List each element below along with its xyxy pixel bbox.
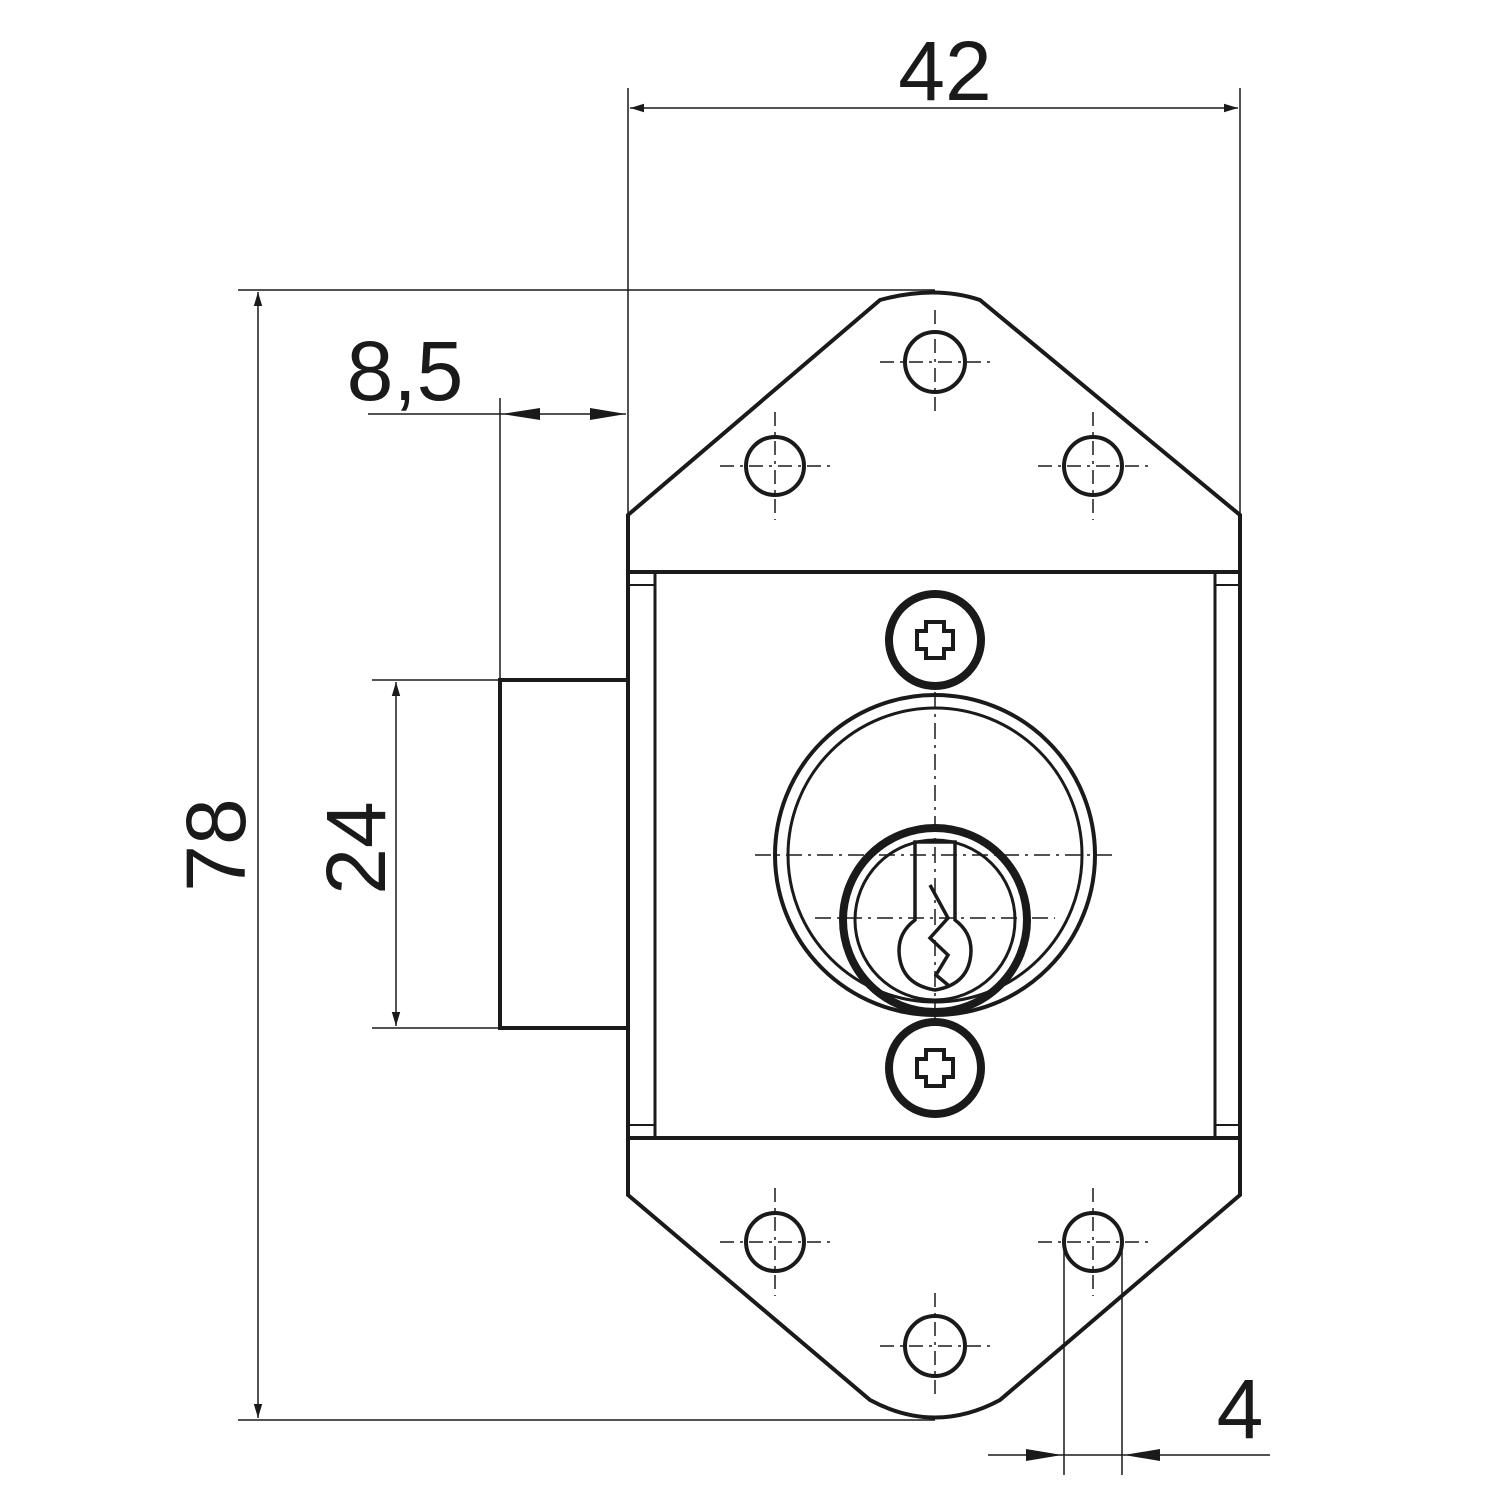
lock-cylinder (755, 692, 1115, 1020)
width-label: 42 (898, 24, 991, 118)
lock-body (498, 290, 1242, 1420)
mounting-holes (720, 310, 1148, 1400)
mounting-hole-top (880, 310, 990, 415)
screw-top (885, 590, 985, 690)
faceplate-outline (626, 290, 1242, 1420)
mounting-hole-lower-left (720, 1188, 830, 1296)
bolt-offset-label: 8,5 (347, 324, 464, 418)
mounting-hole-lower-right (1038, 1188, 1148, 1296)
hole-diameter-label: 4 (1217, 1362, 1264, 1456)
mounting-hole-upper-left (720, 412, 830, 520)
keyway (897, 840, 973, 992)
mounting-hole-bottom (880, 1293, 990, 1400)
bolt (498, 678, 630, 1030)
dimension-lines (238, 88, 1270, 1475)
screw-bottom (885, 1018, 985, 1118)
mounting-hole-upper-right (1038, 412, 1148, 520)
bolt-height-label: 24 (309, 801, 403, 894)
height-label: 78 (169, 798, 263, 891)
